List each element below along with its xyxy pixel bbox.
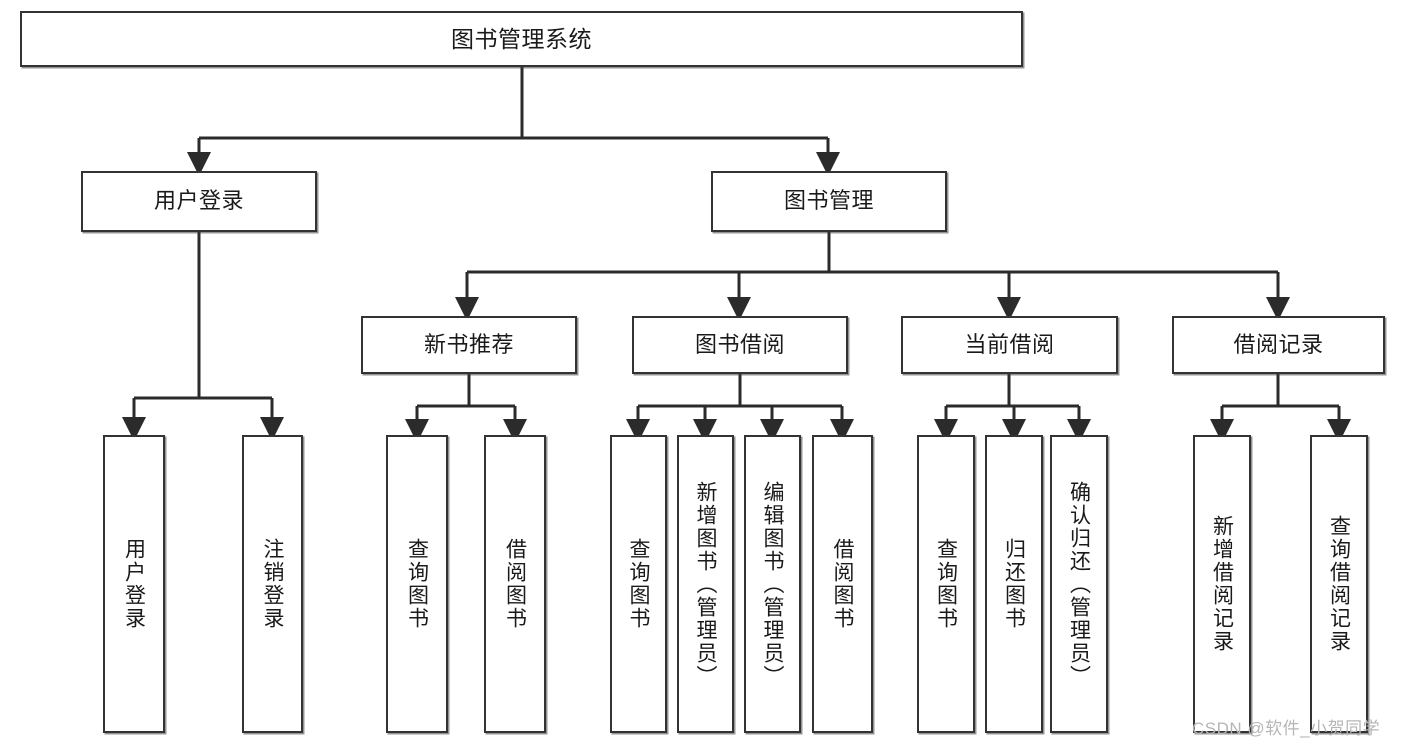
connector-borrowrecord-to-leaves [1210, 374, 1351, 443]
node-leaf-confirm-return-admin-label: 确认归还（管理员） [1067, 480, 1091, 688]
connector-userlogin-to-leaves [122, 232, 284, 441]
node-book-borrow-label: 图书借阅 [694, 331, 785, 357]
node-new-book-recommend-label: 新书推荐 [423, 331, 514, 357]
node-leaf-borrow-book-rec[interactable]: 借阅图书 [484, 435, 546, 733]
node-current-borrow-label: 当前借阅 [964, 331, 1055, 357]
connector-bookmanage-to-level3 [455, 232, 1290, 321]
connector-root-to-level2 [187, 67, 840, 176]
node-book-manage-label: 图书管理 [783, 188, 874, 214]
node-leaf-borrow-book-label: 借阅图书 [831, 538, 854, 630]
connector-bookborrow-to-leaves [626, 374, 854, 443]
node-leaf-logout[interactable]: 注销登录 [242, 435, 303, 733]
node-borrow-record[interactable]: 借阅记录 [1172, 316, 1385, 374]
node-leaf-add-borrow-record[interactable]: 新增借阅记录 [1193, 435, 1251, 733]
node-borrow-record-label: 借阅记录 [1233, 331, 1324, 357]
node-leaf-query-book-rec[interactable]: 查询图书 [386, 435, 448, 733]
node-leaf-query-book-borrow-label: 查询图书 [627, 538, 650, 630]
node-root[interactable]: 图书管理系统 [20, 11, 1023, 67]
node-new-book-recommend[interactable]: 新书推荐 [361, 316, 577, 374]
node-leaf-user-login-label: 用户登录 [122, 538, 146, 630]
node-leaf-logout-label: 注销登录 [261, 538, 284, 630]
node-current-borrow[interactable]: 当前借阅 [901, 316, 1118, 374]
node-leaf-query-borrow-record-label: 查询借阅记录 [1327, 515, 1351, 653]
node-leaf-return-book[interactable]: 归还图书 [985, 435, 1043, 733]
node-leaf-edit-book-admin[interactable]: 编辑图书（管理员） [744, 435, 801, 733]
node-leaf-confirm-return-admin[interactable]: 确认归还（管理员） [1050, 435, 1108, 733]
node-leaf-query-borrow-record[interactable]: 查询借阅记录 [1310, 435, 1368, 733]
node-book-manage[interactable]: 图书管理 [711, 171, 947, 232]
connector-currentborrow-to-leaves [934, 374, 1091, 443]
node-leaf-query-book-borrow[interactable]: 查询图书 [610, 435, 667, 733]
node-leaf-query-book-rec-label: 查询图书 [405, 538, 429, 630]
node-leaf-add-book-admin-label: 新增图书（管理员） [694, 480, 717, 688]
node-leaf-query-book-current-label: 查询图书 [934, 538, 958, 630]
node-user-login-label: 用户登录 [153, 188, 244, 214]
node-leaf-borrow-book[interactable]: 借阅图书 [812, 435, 873, 733]
node-user-login[interactable]: 用户登录 [81, 171, 317, 232]
node-leaf-add-borrow-record-label: 新增借阅记录 [1210, 515, 1234, 653]
node-leaf-query-book-current[interactable]: 查询图书 [917, 435, 975, 733]
node-leaf-user-login[interactable]: 用户登录 [103, 435, 165, 733]
node-leaf-return-book-label: 归还图书 [1002, 538, 1026, 630]
node-leaf-edit-book-admin-label: 编辑图书（管理员） [761, 480, 784, 688]
node-root-label: 图书管理系统 [451, 25, 592, 52]
node-leaf-borrow-book-rec-label: 借阅图书 [503, 538, 527, 630]
node-book-borrow[interactable]: 图书借阅 [632, 316, 848, 374]
connector-newbook-to-leaves [405, 374, 527, 443]
node-leaf-add-book-admin[interactable]: 新增图书（管理员） [677, 435, 734, 733]
